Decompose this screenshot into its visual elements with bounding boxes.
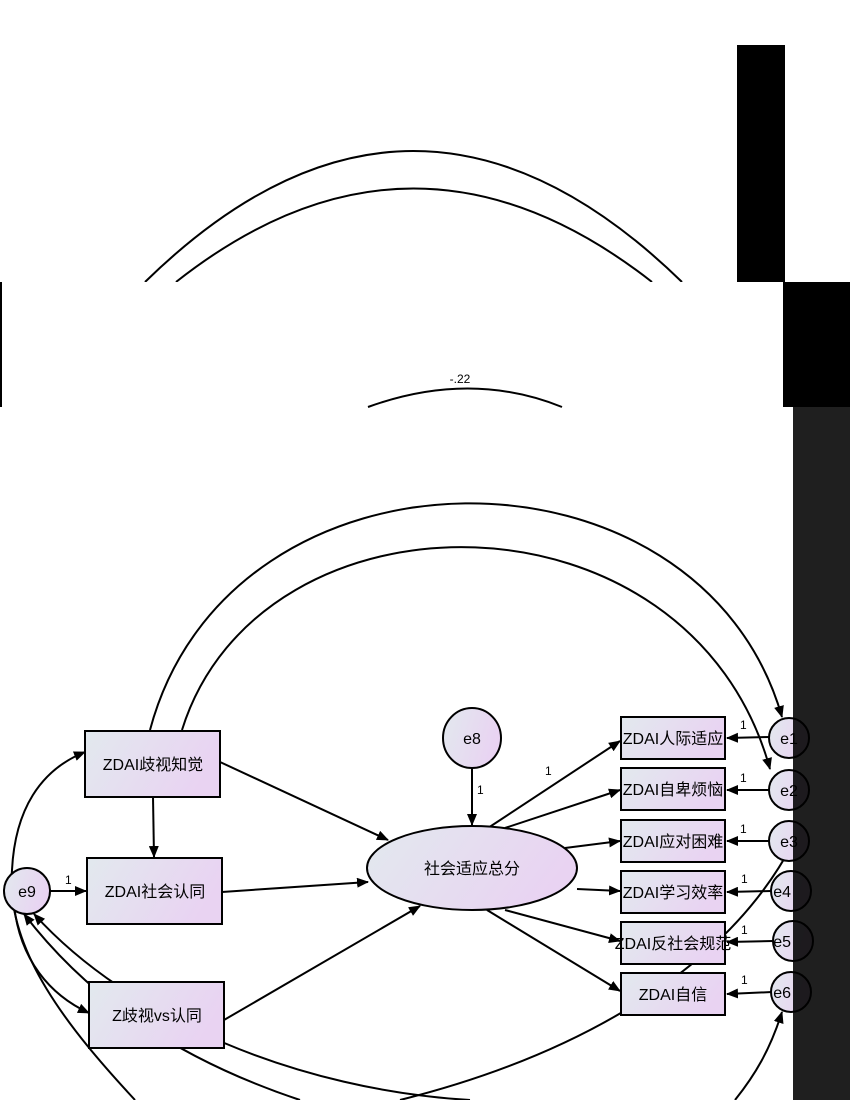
path-latent-ind1 bbox=[487, 740, 621, 829]
svg-text:ZDAI歧视知觉: ZDAI歧视知觉 bbox=[103, 756, 203, 774]
covariance-label: -.22 bbox=[450, 372, 471, 386]
path-perception-identity bbox=[148, 796, 159, 858]
path-label: 1 bbox=[477, 783, 484, 797]
svg-text:ZDAI自卑烦恼: ZDAI自卑烦恼 bbox=[623, 781, 723, 799]
indicator-6[interactable]: ZDAI自信 bbox=[620, 972, 726, 1016]
svg-text:1: 1 bbox=[741, 923, 748, 937]
path-vs-latent bbox=[223, 905, 421, 1021]
e6-curve bbox=[734, 1011, 784, 1100]
svg-text:ZDAI反社会规范: ZDAI反社会规范 bbox=[615, 935, 731, 953]
svg-text:社会适应总分: 社会适应总分 bbox=[424, 859, 520, 878]
svg-text:e8: e8 bbox=[463, 731, 481, 748]
node-perception[interactable]: ZDAI歧视知觉 bbox=[84, 730, 221, 798]
covariance-arc-inner-fragment bbox=[175, 187, 653, 283]
path-latent-ind4 bbox=[576, 885, 621, 896]
black-mask-left-line bbox=[0, 282, 2, 407]
svg-text:ZDAI自信: ZDAI自信 bbox=[639, 986, 707, 1004]
error-paths bbox=[726, 732, 774, 999]
error-e9[interactable]: e9 bbox=[3, 867, 51, 915]
svg-text:1: 1 bbox=[740, 718, 747, 732]
indicator-5[interactable]: ZDAI反社会规范 bbox=[615, 921, 731, 965]
path-latent-ind3 bbox=[564, 837, 621, 849]
covariance-arc-fragment bbox=[367, 387, 563, 408]
node-identity[interactable]: ZDAI社会认同 bbox=[86, 857, 223, 925]
node-interaction[interactable]: Z歧视vs认同 bbox=[88, 981, 225, 1049]
indicator-2[interactable]: ZDAI自卑烦恼 bbox=[620, 767, 726, 811]
path-latent-ind2 bbox=[504, 788, 621, 829]
path-label: 1 bbox=[545, 764, 552, 778]
svg-text:ZDAI社会认同: ZDAI社会认同 bbox=[105, 883, 205, 901]
latent-social-adaptation[interactable]: 社会适应总分 bbox=[366, 825, 578, 911]
indicator-1[interactable]: ZDAI人际适应 bbox=[620, 716, 726, 760]
error-path-labels: 1 1 1 1 1 1 bbox=[740, 718, 748, 987]
indicator-3[interactable]: ZDAI应对困难 bbox=[620, 819, 726, 863]
svg-text:e4: e4 bbox=[773, 884, 791, 901]
path-identity-latent bbox=[221, 877, 369, 893]
error-e8[interactable]: e8 bbox=[442, 707, 502, 769]
white-band bbox=[2, 282, 783, 407]
svg-text:1: 1 bbox=[741, 872, 748, 886]
black-mask-top bbox=[737, 45, 785, 282]
svg-text:ZDAI学习效率: ZDAI学习效率 bbox=[623, 884, 723, 902]
path-label: 1 bbox=[65, 873, 72, 887]
svg-text:e6: e6 bbox=[773, 985, 791, 1002]
path-perception-latent bbox=[219, 761, 389, 841]
svg-text:e5: e5 bbox=[773, 934, 791, 951]
path-latent-ind6 bbox=[486, 909, 621, 992]
svg-text:1: 1 bbox=[740, 822, 747, 836]
svg-text:Z歧视vs认同: Z歧视vs认同 bbox=[112, 1007, 202, 1025]
svg-text:ZDAI人际适应: ZDAI人际适应 bbox=[623, 729, 723, 748]
covariance-arc-e2 bbox=[173, 546, 772, 770]
indicator-4[interactable]: ZDAI学习效率 bbox=[620, 870, 726, 914]
path-latent-ind5 bbox=[504, 909, 621, 943]
black-mask-right bbox=[793, 407, 850, 1100]
svg-text:e9: e9 bbox=[18, 884, 36, 901]
svg-text:1: 1 bbox=[741, 973, 748, 987]
e9-curve-to-vs bbox=[13, 904, 90, 1014]
covariance-arc-outer-fragment bbox=[144, 150, 683, 283]
covariance-arc-e1 bbox=[142, 502, 784, 742]
black-mask-mid bbox=[783, 282, 850, 407]
svg-text:ZDAI应对困难: ZDAI应对困难 bbox=[623, 832, 723, 851]
svg-text:1: 1 bbox=[740, 771, 747, 785]
